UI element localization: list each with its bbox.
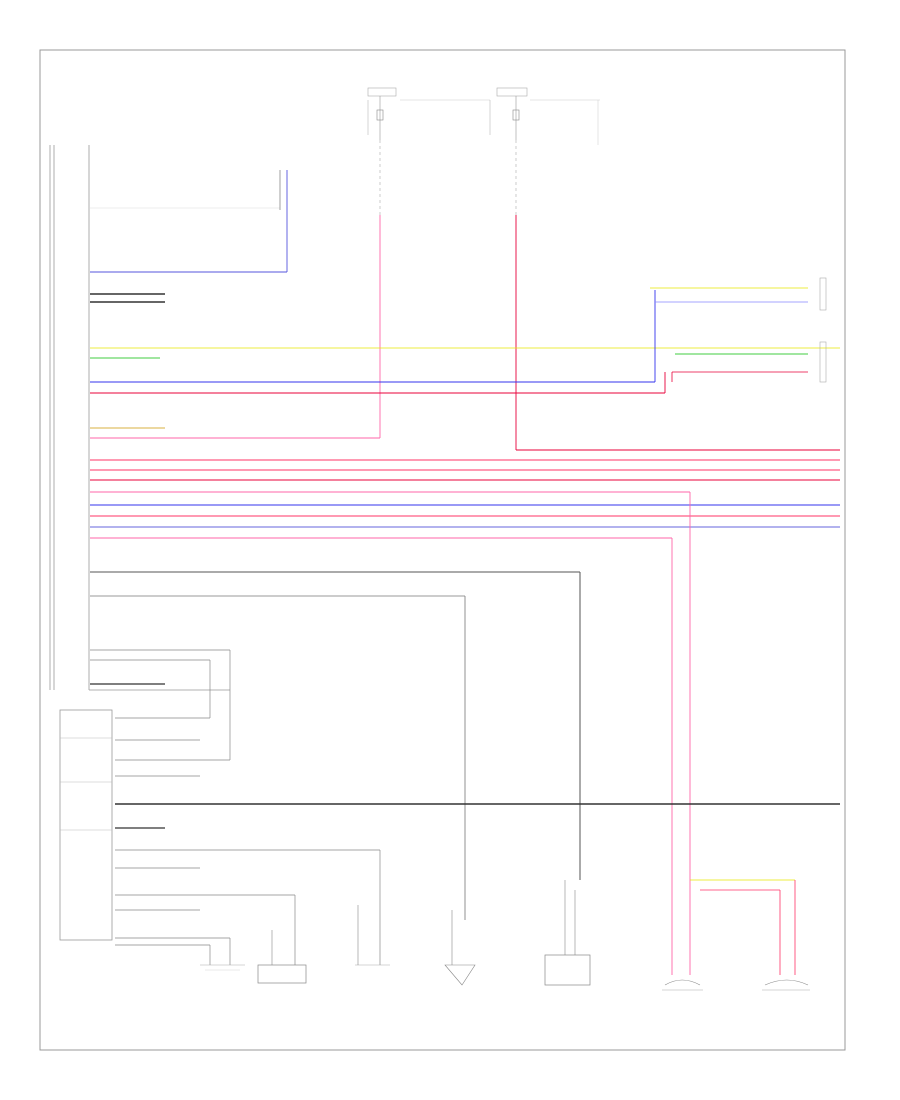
bottom-component-7 — [762, 979, 810, 991]
fuse-box-left — [367, 87, 490, 140]
upper-wires — [90, 170, 288, 303]
fuse-feed-right — [515, 140, 840, 451]
bottom-component-1 — [200, 964, 245, 971]
control-wires — [90, 571, 581, 920]
bottom-component-3 — [355, 905, 390, 966]
module-wires — [115, 717, 840, 965]
bottom-component-2 — [257, 930, 307, 984]
middle-wires — [90, 290, 840, 439]
bottom-component-6 — [662, 979, 703, 991]
right-connector-a — [650, 277, 827, 311]
left-connector-bars — [49, 145, 230, 691]
speaker-drops — [671, 492, 796, 975]
diagram-frame — [39, 49, 846, 1051]
lower-bus — [90, 459, 840, 539]
right-connector-b — [671, 341, 827, 383]
fuse-box-right — [489, 87, 600, 145]
bottom-component-5 — [544, 880, 591, 986]
left-module — [59, 709, 113, 941]
bottom-component-4 — [444, 910, 476, 986]
